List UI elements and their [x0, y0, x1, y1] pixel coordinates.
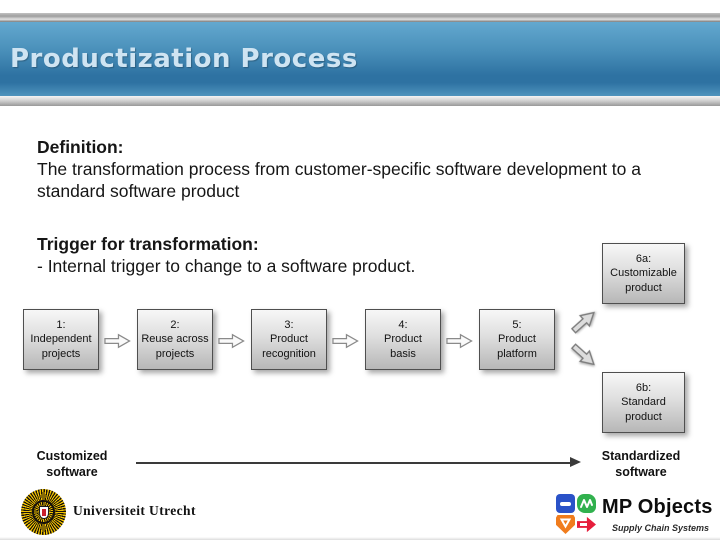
stage-box-2: 2: Reuse across projects: [137, 309, 213, 370]
stage-1-line-1: 1:: [56, 318, 66, 331]
mp-green-scribble-icon: [577, 494, 596, 513]
stage-3-line-1: 3:: [284, 318, 294, 331]
slide-bottom-edge: [0, 537, 720, 540]
mp-blue-minus-icon: [556, 494, 575, 513]
mp-red-arrow-icon: [577, 516, 596, 533]
stage-4-line-1: 4:: [398, 318, 408, 331]
branch-6a-line-1: 6a:: [635, 252, 652, 265]
stage-5-line-2: Product: [498, 333, 536, 346]
stage-box-4: 4: Product basis: [365, 309, 441, 370]
stage-3-line-2: Product: [270, 333, 308, 346]
stage-5-line-3: platform: [497, 347, 537, 360]
axis-left-label: Customized software: [24, 448, 120, 480]
branch-6a-line-3: product: [625, 281, 662, 294]
universiteit-utrecht-sun-icon: [21, 489, 66, 535]
stage-box-1: 1: Independent projects: [23, 309, 99, 370]
stage-2-line-3: projects: [155, 347, 195, 360]
stage-4-line-2: Product: [384, 333, 422, 346]
header-frame-top: [0, 13, 720, 22]
branch-arrow-down-icon: [570, 343, 595, 366]
company-name: MP Objects: [602, 496, 713, 518]
page-title: Productization Process: [10, 44, 358, 74]
trigger-heading: Trigger for transformation:: [37, 234, 259, 254]
definition-line-2: standard software product: [37, 181, 240, 201]
axis-right-label: Standardized software: [593, 448, 689, 480]
branch-box-6a: 6a: Customizable product: [602, 243, 685, 304]
mp-orange-pentagon-icon: [556, 515, 575, 534]
axis-line: [136, 462, 572, 464]
company-tagline: Supply Chain Systems: [612, 523, 710, 533]
stage-2-line-1: 2:: [170, 318, 180, 331]
stage-box-5: 5: Product platform: [479, 309, 555, 370]
flow-arrow-icon: [446, 333, 473, 349]
branch-6b-line-3: product: [625, 410, 662, 423]
uu-shield-icon: [39, 506, 49, 519]
axis-arrow-icon: [570, 457, 581, 467]
university-name: Universiteit Utrecht: [73, 503, 196, 518]
axis-left-line-2: software: [46, 465, 98, 479]
axis-right-line-1: Standardized: [601, 449, 681, 463]
definition-line-1: The transformation process from customer…: [37, 159, 641, 179]
branch-arrow-up-icon: [570, 311, 595, 334]
flow-arrow-icon: [104, 333, 131, 349]
trigger-text: - Internal trigger to change to a softwa…: [37, 256, 416, 276]
header-frame-bottom: [0, 96, 720, 106]
stage-4-line-3: basis: [390, 347, 416, 360]
stage-2-line-2: Reuse across: [141, 333, 209, 346]
definition-block: Definition: The transformation process f…: [37, 136, 641, 202]
branch-box-6b: 6b: Standard product: [602, 372, 685, 433]
branch-6b-line-2: Standard: [621, 396, 666, 409]
branch-6a-line-2: Customizable: [610, 267, 677, 280]
definition-heading: Definition:: [37, 137, 124, 157]
mp-objects-logo: [556, 494, 598, 535]
stage-box-3: 3: Product recognition: [251, 309, 327, 370]
flow-arrow-icon: [218, 333, 245, 349]
branch-6b-line-1: 6b:: [635, 381, 652, 394]
stage-1-line-3: projects: [41, 347, 81, 360]
flow-arrow-icon: [332, 333, 359, 349]
stage-5-line-1: 5:: [512, 318, 522, 331]
stage-3-line-3: recognition: [262, 347, 316, 360]
trigger-block: Trigger for transformation: - Internal t…: [37, 233, 415, 277]
axis-left-line-1: Customized: [36, 449, 108, 463]
header-bar: Productization Process: [0, 22, 720, 96]
stage-1-line-2: Independent: [30, 333, 92, 346]
axis-right-line-2: software: [615, 465, 667, 479]
